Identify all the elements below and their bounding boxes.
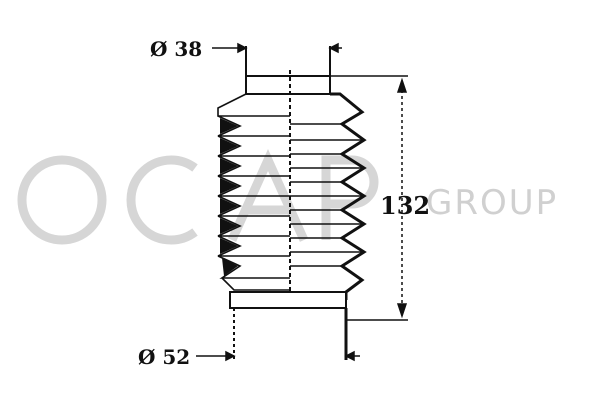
bottom-diameter-dimension xyxy=(196,350,360,362)
bottom-diameter-label: Ø 52 xyxy=(138,345,190,369)
left-convolutions xyxy=(217,93,290,291)
right-inner-folds xyxy=(290,123,362,267)
ocap-logo-watermark xyxy=(17,149,379,245)
length-label: 132 xyxy=(380,191,430,220)
top-diameter-dimension xyxy=(212,42,342,54)
bottom-collar xyxy=(229,291,347,309)
logo-letter-a xyxy=(227,149,309,242)
top-collar xyxy=(245,75,331,95)
logo-letter-p xyxy=(321,155,379,240)
right-convolution-profile xyxy=(330,92,367,300)
watermark-group-text: GROUP xyxy=(426,183,558,223)
top-diameter-label: Ø 38 xyxy=(150,37,202,61)
length-dimension xyxy=(330,75,408,321)
logo-letter-c xyxy=(126,155,198,245)
logo-letter-o xyxy=(17,155,107,245)
left-section-fill xyxy=(220,118,238,276)
bellows-boot xyxy=(217,46,367,360)
